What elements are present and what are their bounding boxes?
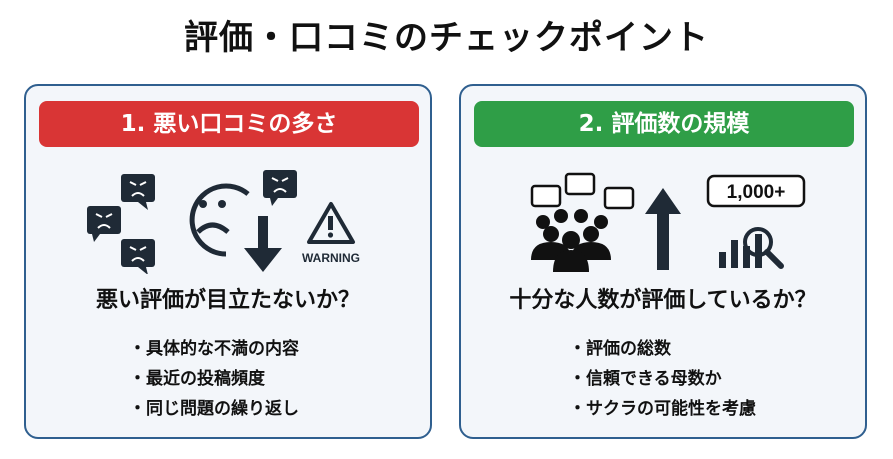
warning-icon (307, 202, 355, 244)
magnifier-icon (743, 227, 784, 269)
up-arrow-icon (645, 188, 681, 270)
bullet-item: ・サクラの可能性を考慮 (569, 399, 756, 419)
panel-header: 2. 評価数の規模 (474, 101, 854, 147)
panel-question: 悪い評価が目立たないか？ (95, 288, 360, 313)
bullet-item: ・同じ問題の繰り返し (129, 399, 299, 419)
bullet-item: ・具体的な不満の内容 (129, 339, 299, 359)
bad-reviews-illustration: WARNING (87, 170, 360, 274)
bullet-item: ・評価の総数 (569, 339, 671, 359)
panel-header: 1. 悪い口コミの多さ (39, 101, 419, 147)
count-badge-label: 1,000+ (727, 182, 786, 203)
count-badge (706, 174, 806, 208)
bullet-item: ・信頼できる母数か (569, 369, 722, 389)
bullet-item: ・最近の投稿頻度 (129, 369, 265, 389)
sad-face-icon (189, 183, 250, 257)
panel-question: 十分な人数が評価しているか？ (509, 288, 817, 313)
review-count-illustration: 1,000+ (530, 172, 806, 272)
warning-label: WARNING (302, 251, 360, 265)
angry-speech-bubble-icon (87, 170, 297, 274)
crowd-icon (531, 209, 611, 272)
page-title: 評価・口コミのチェックポイント (184, 18, 709, 58)
bullet-list: ・評価の総数 ・信頼できる母数か ・サクラの可能性を考慮 (461, 334, 865, 424)
panel-bad-reviews: 1. 悪い口コミの多さ WARNING 悪い評価が目立たないか？ ・具体的な不満… (24, 84, 432, 439)
panel-review-count: 2. 評価数の規模 1,000+ 十分な人数が評価しているか？ ・評価の総数 ・… (459, 84, 867, 439)
bullet-list: ・具体的な不満の内容 ・最近の投稿頻度 ・同じ問題の繰り返し (26, 334, 430, 424)
down-arrow-icon (244, 216, 282, 272)
speech-bubble-icon (530, 172, 635, 210)
bar-chart-icon (719, 234, 762, 268)
